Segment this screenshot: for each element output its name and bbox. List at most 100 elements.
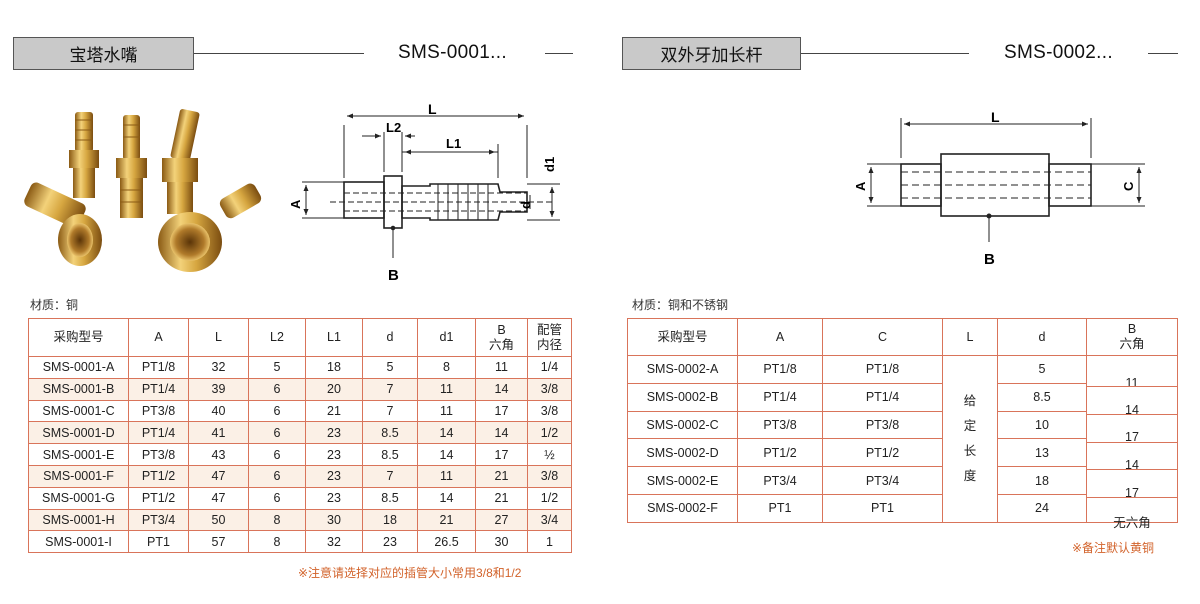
table-cell: 6 <box>248 421 306 445</box>
b-hex-value: 无六角 <box>1113 516 1151 531</box>
table-cell: 1/4 <box>527 356 572 379</box>
column-header: B 六角 <box>475 318 528 357</box>
table-cell: 30 <box>475 530 528 554</box>
label-b: B <box>388 267 399 284</box>
table-cell: 7 <box>362 464 418 488</box>
table-cell: 1/2 <box>527 486 572 510</box>
table-cell: ½ <box>527 443 572 466</box>
table-cell: 8 <box>248 508 306 532</box>
table-cell: 11 <box>417 399 476 423</box>
table-cell: SMS-0002-C <box>627 410 738 440</box>
hose-barb-technical-drawing: L L2 L1 A d d1 B <box>290 101 560 284</box>
b-column-divider <box>1086 469 1178 471</box>
label-l: L <box>428 101 437 117</box>
table-cell: 18 <box>997 466 1087 495</box>
table-cell: 8.5 <box>362 443 418 466</box>
left-title-rule <box>194 53 364 54</box>
right-product-code: SMS-0002... <box>1004 42 1113 63</box>
table-cell: SMS-0002-A <box>627 355 738 384</box>
table-cell: 5 <box>362 356 418 379</box>
b-column-divider <box>1086 441 1178 443</box>
table-cell: PT3/8 <box>737 410 823 440</box>
column-header: L <box>188 318 249 357</box>
table-cell: SMS-0001-I <box>28 530 129 554</box>
column-header: d <box>997 318 1087 356</box>
table-cell: SMS-0001-E <box>28 443 129 466</box>
right-title-rule <box>801 53 969 54</box>
table-cell: PT1 <box>128 530 189 554</box>
fitting-4 <box>24 182 102 266</box>
fitting-3 <box>162 109 200 214</box>
table-cell: SMS-0001-A <box>28 356 129 379</box>
table-cell: 6 <box>248 399 306 423</box>
table-cell: 43 <box>188 443 249 466</box>
fitting-1 <box>69 112 99 198</box>
table-cell: SMS-0002-E <box>627 466 738 495</box>
table-cell: PT1/4 <box>128 421 189 445</box>
column-header: 采购型号 <box>28 318 129 357</box>
label-d1: d1 <box>542 157 557 172</box>
table-cell: PT1/8 <box>822 355 943 384</box>
table-cell: 10 <box>997 410 1087 440</box>
right-code-rule <box>1148 53 1178 54</box>
fitting-5 <box>158 183 262 272</box>
length-merged-cell: 给 定 长 度 <box>942 355 998 523</box>
column-header: L <box>942 318 998 356</box>
left-section-title: 宝塔水嘴 <box>13 37 194 70</box>
column-header: 采购型号 <box>627 318 738 356</box>
b-column-cell <box>1086 438 1178 467</box>
table-cell: 8 <box>248 530 306 554</box>
table-cell: SMS-0001-C <box>28 399 129 423</box>
table-cell: 5 <box>997 355 1087 384</box>
table-cell: PT1/2 <box>128 464 189 488</box>
table-cell: SMS-0001-G <box>28 486 129 510</box>
table-cell: 21 <box>417 508 476 532</box>
hose-barb-product-photo <box>24 109 262 272</box>
column-header: L2 <box>248 318 306 357</box>
table-cell: PT1/4 <box>737 382 823 412</box>
b-column-divider <box>1086 386 1178 388</box>
left-note: ※注意请选择对应的插管大小常用3/8和1/2 <box>298 566 522 580</box>
b-hex-value: 14 <box>1125 458 1139 473</box>
table-cell: 5 <box>248 356 306 379</box>
b-hex-value: 17 <box>1125 485 1139 500</box>
table-cell: PT3/8 <box>822 410 943 440</box>
b-column-divider <box>1086 413 1178 415</box>
table-cell: 6 <box>248 464 306 488</box>
table-cell: 23 <box>362 530 418 554</box>
table-cell: PT1/2 <box>822 438 943 468</box>
right-section-title: 双外牙加长杆 <box>622 37 801 70</box>
left-material: 材质：铜 <box>30 298 79 312</box>
table-cell: 30 <box>305 508 363 532</box>
table-cell: 3/8 <box>527 399 572 423</box>
table-cell: 47 <box>188 486 249 510</box>
table-cell: 11 <box>475 356 528 379</box>
table-cell: SMS-0002-F <box>627 493 738 523</box>
table-cell: SMS-0001-H <box>28 508 129 532</box>
label-d: d <box>518 201 533 209</box>
table-cell: 7 <box>362 377 418 401</box>
extension-rod-technical-drawing: L A C B <box>855 109 1145 268</box>
table-cell: 21 <box>475 486 528 510</box>
table-cell: SMS-0001-B <box>28 377 129 401</box>
table-cell: SMS-0002-B <box>627 382 738 412</box>
column-header: L1 <box>305 318 363 357</box>
table-cell: 20 <box>305 377 363 401</box>
table-cell: 11 <box>417 377 476 401</box>
table-cell: 13 <box>997 438 1087 468</box>
b-column-cell <box>1086 383 1178 412</box>
right-material: 材质：铜和不锈钢 <box>632 298 729 312</box>
table-cell: 14 <box>475 421 528 445</box>
b-column-cell <box>1086 494 1178 523</box>
b-hex-value: 11 <box>1125 376 1139 391</box>
